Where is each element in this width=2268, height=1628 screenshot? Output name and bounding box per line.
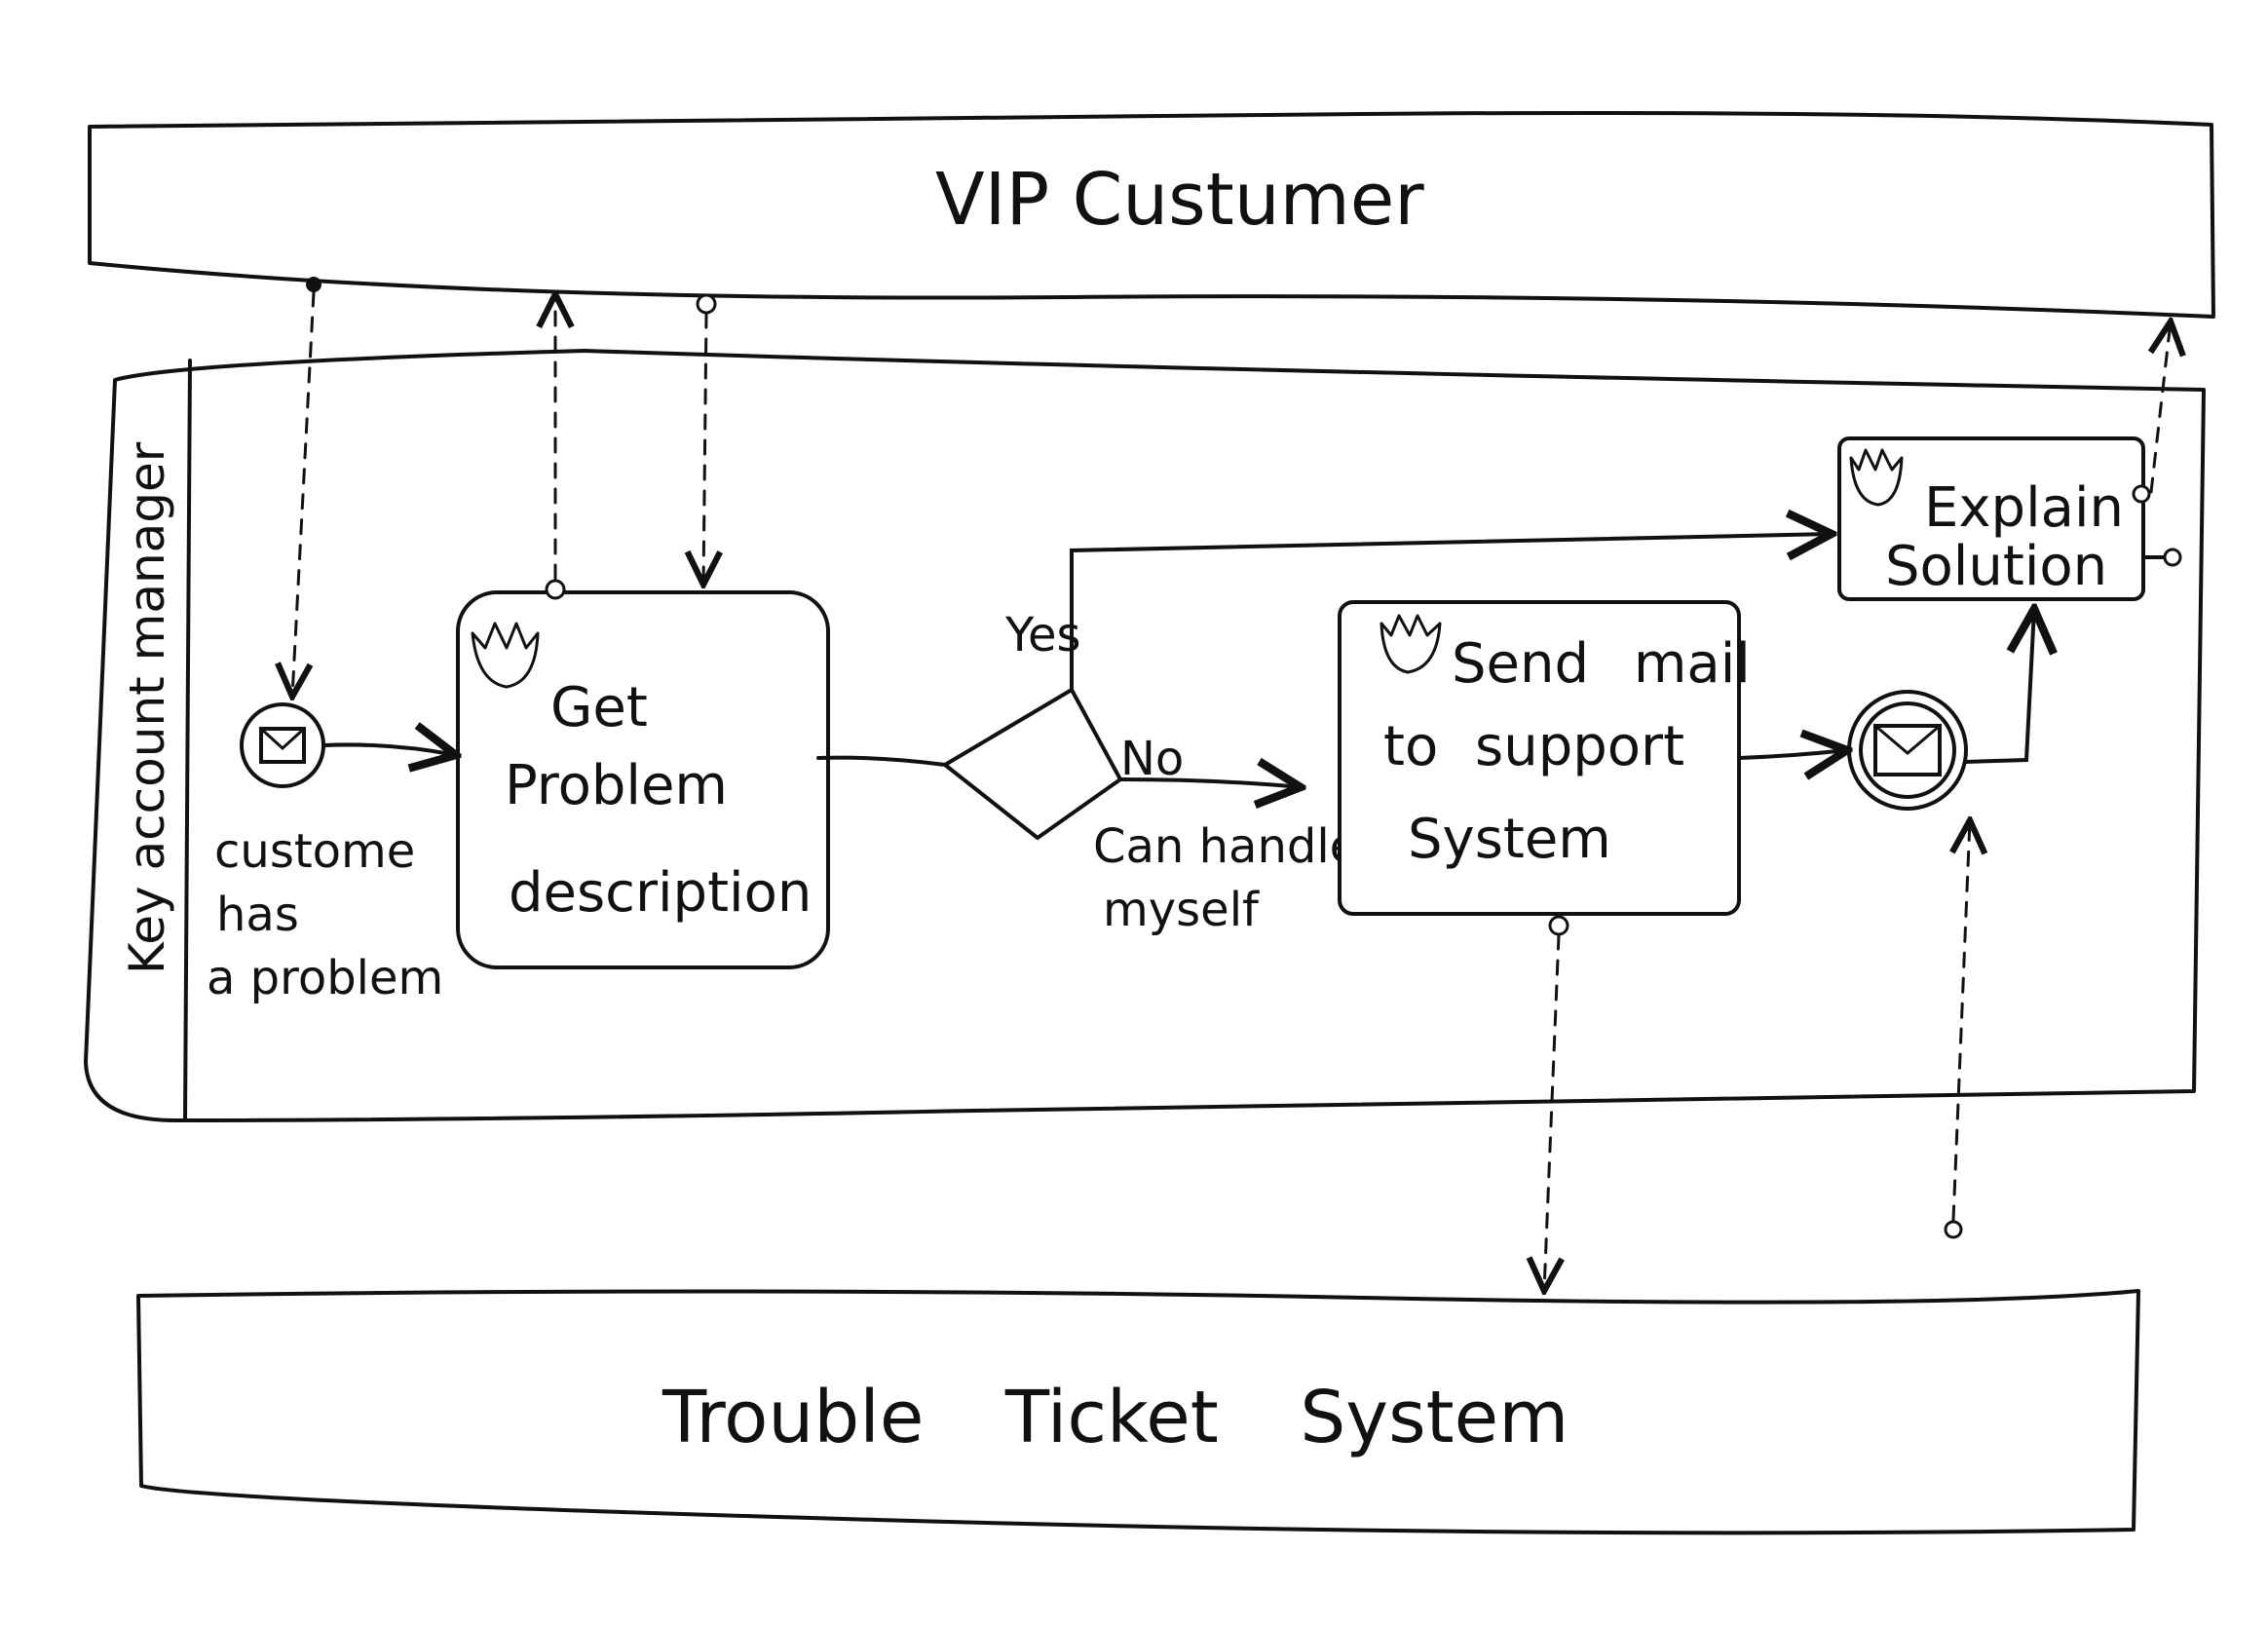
lane-title: Key account manager (119, 441, 175, 974)
system-pool-title: Trouble Ticket System (662, 1376, 1569, 1459)
sequence-flows (321, 534, 2182, 787)
system-pool: Trouble Ticket System (136, 1289, 2140, 1535)
svg-text:System: System (1408, 808, 1611, 871)
customer-pool-title: VIP Custumer (935, 158, 1424, 242)
task-get-problem-description[interactable]: Get Problem description (456, 590, 830, 969)
manager-pool: Key account manager (84, 349, 2206, 1122)
gateway-no-label: No (1120, 732, 1184, 786)
gateway-yes-label: Yes (1004, 608, 1080, 663)
hand-icon (1849, 448, 1904, 507)
envelope-icon (1873, 724, 1942, 776)
svg-text:Solution: Solution (1885, 535, 2107, 598)
svg-text:description: description (509, 861, 812, 925)
envelope-icon (259, 727, 306, 764)
hand-icon (471, 622, 540, 689)
svg-text:myself: myself (1103, 883, 1260, 937)
svg-text:custome: custome (214, 824, 415, 879)
gateway-condition-label: Can handle myself (1093, 819, 1358, 937)
exclusive-gateway[interactable] (943, 688, 1122, 840)
svg-text:Can handle: Can handle (1093, 819, 1358, 874)
svg-text:has: has (216, 888, 299, 942)
intermediate-message-event[interactable] (1847, 690, 1968, 811)
message-flows (292, 277, 2171, 1291)
svg-text:to support: to support (1383, 715, 1684, 778)
hand-icon (1380, 614, 1442, 674)
start-message-event[interactable] (240, 702, 325, 788)
svg-text:Send mail: Send mail (1452, 632, 1751, 696)
task-send-mail-to-support[interactable]: Send mail to support System (1338, 600, 1751, 916)
svg-text:Explain: Explain (1924, 476, 2124, 540)
svg-text:Problem: Problem (505, 754, 728, 817)
task-explain-solution[interactable]: Explain Solution (1837, 436, 2145, 601)
svg-text:Get: Get (550, 676, 648, 739)
customer-pool: VIP Custumer (88, 110, 2215, 319)
svg-text:a problem: a problem (207, 951, 443, 1005)
start-event-label: custome has a problem (207, 824, 443, 1005)
